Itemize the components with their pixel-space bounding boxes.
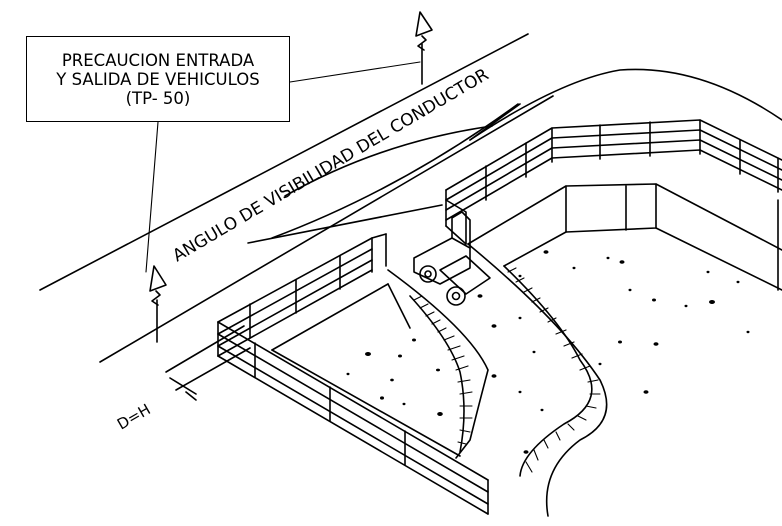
road-lines: [39, 33, 554, 363]
callout-leaders: [145, 61, 421, 273]
left-pit-ground-dots: [346, 338, 443, 416]
dimension-marker: [165, 325, 251, 401]
visibility-arcs: [247, 103, 519, 244]
right-pit-fence: [445, 119, 782, 245]
right-pit-interior: [467, 183, 782, 291]
left-pit-fence: [217, 233, 489, 515]
callout-line-3: (TP- 50): [125, 88, 191, 108]
warning-sign-icon-top: [415, 11, 433, 85]
loader-vehicle-icon: [413, 211, 491, 306]
right-pit-ramp: [467, 243, 608, 517]
dimension-label: D=H: [114, 400, 154, 433]
left-pit-ramp: [387, 269, 489, 459]
callout-line-2: Y SALIDA DE VEHICULOS: [56, 69, 260, 89]
right-pit-ground-dots: [477, 250, 750, 454]
callout-line-1: PRECAUCION ENTRADA: [61, 50, 255, 70]
right-pit-berm: [469, 68, 782, 141]
warning-sign-callout: PRECAUCION ENTRADA Y SALIDA DE VEHICULOS…: [26, 36, 290, 122]
left-pit-interior: [271, 283, 461, 457]
warning-sign-icon-bottom: [149, 265, 167, 343]
